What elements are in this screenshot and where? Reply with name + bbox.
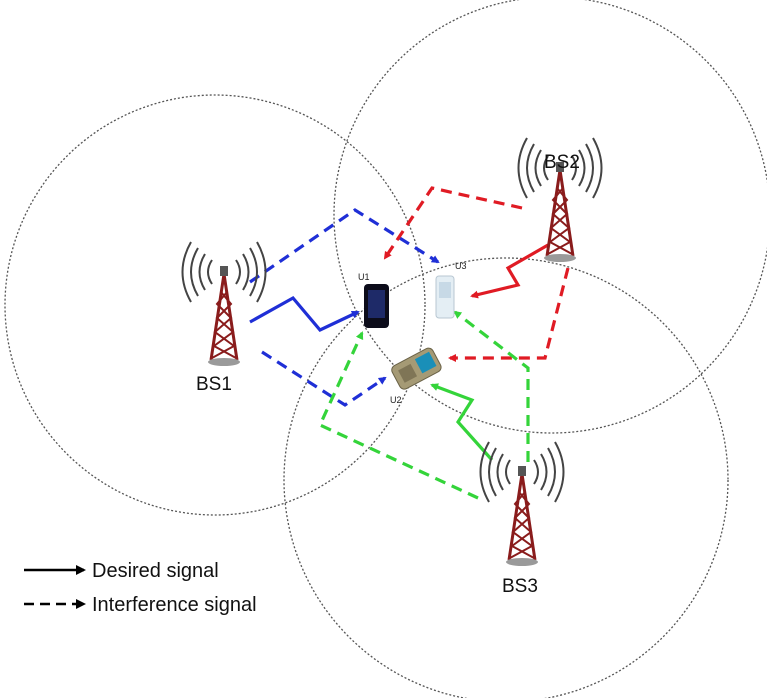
bs3-to-u1-interference-arrow xyxy=(317,331,479,500)
bs1-label: BS1 xyxy=(196,374,232,395)
legend: Desired signal Interference signal xyxy=(24,560,257,616)
bs2-label: BS2 xyxy=(544,152,580,173)
u3-label: U3 xyxy=(455,261,467,271)
bs1-coverage-circle xyxy=(4,94,426,516)
bs3-coverage-circle xyxy=(283,257,729,698)
bs1-to-u1-desired-arrow xyxy=(249,295,360,332)
bs2-coverage-circle xyxy=(333,0,767,434)
u2-phone-icon xyxy=(391,347,442,390)
bs2-to-u2-interference-arrow xyxy=(448,267,570,362)
u1-label: U1 xyxy=(358,272,370,282)
u3-phone-icon xyxy=(435,275,455,319)
bs1-to-u3-interference-arrow xyxy=(249,208,440,284)
legend-desired-label: Desired signal xyxy=(92,560,219,582)
u2-label: U2 xyxy=(390,395,402,405)
bs3-tower-icon xyxy=(479,440,565,568)
bs2-to-u1-interference-arrow xyxy=(383,186,523,260)
bs1-tower-icon xyxy=(181,240,267,368)
bs3-label: BS3 xyxy=(502,576,538,597)
bs1-to-u2-interference-arrow xyxy=(261,350,387,407)
bs3-to-u3-interference-arrow xyxy=(453,310,530,462)
u1-phone-icon xyxy=(364,284,389,328)
bs2-to-u3-desired-arrow xyxy=(470,243,549,299)
bs3-to-u2-desired-arrow xyxy=(430,383,494,462)
legend-interference-label: Interference signal xyxy=(92,594,257,616)
desired-links xyxy=(249,243,549,462)
interference-links xyxy=(249,186,570,500)
